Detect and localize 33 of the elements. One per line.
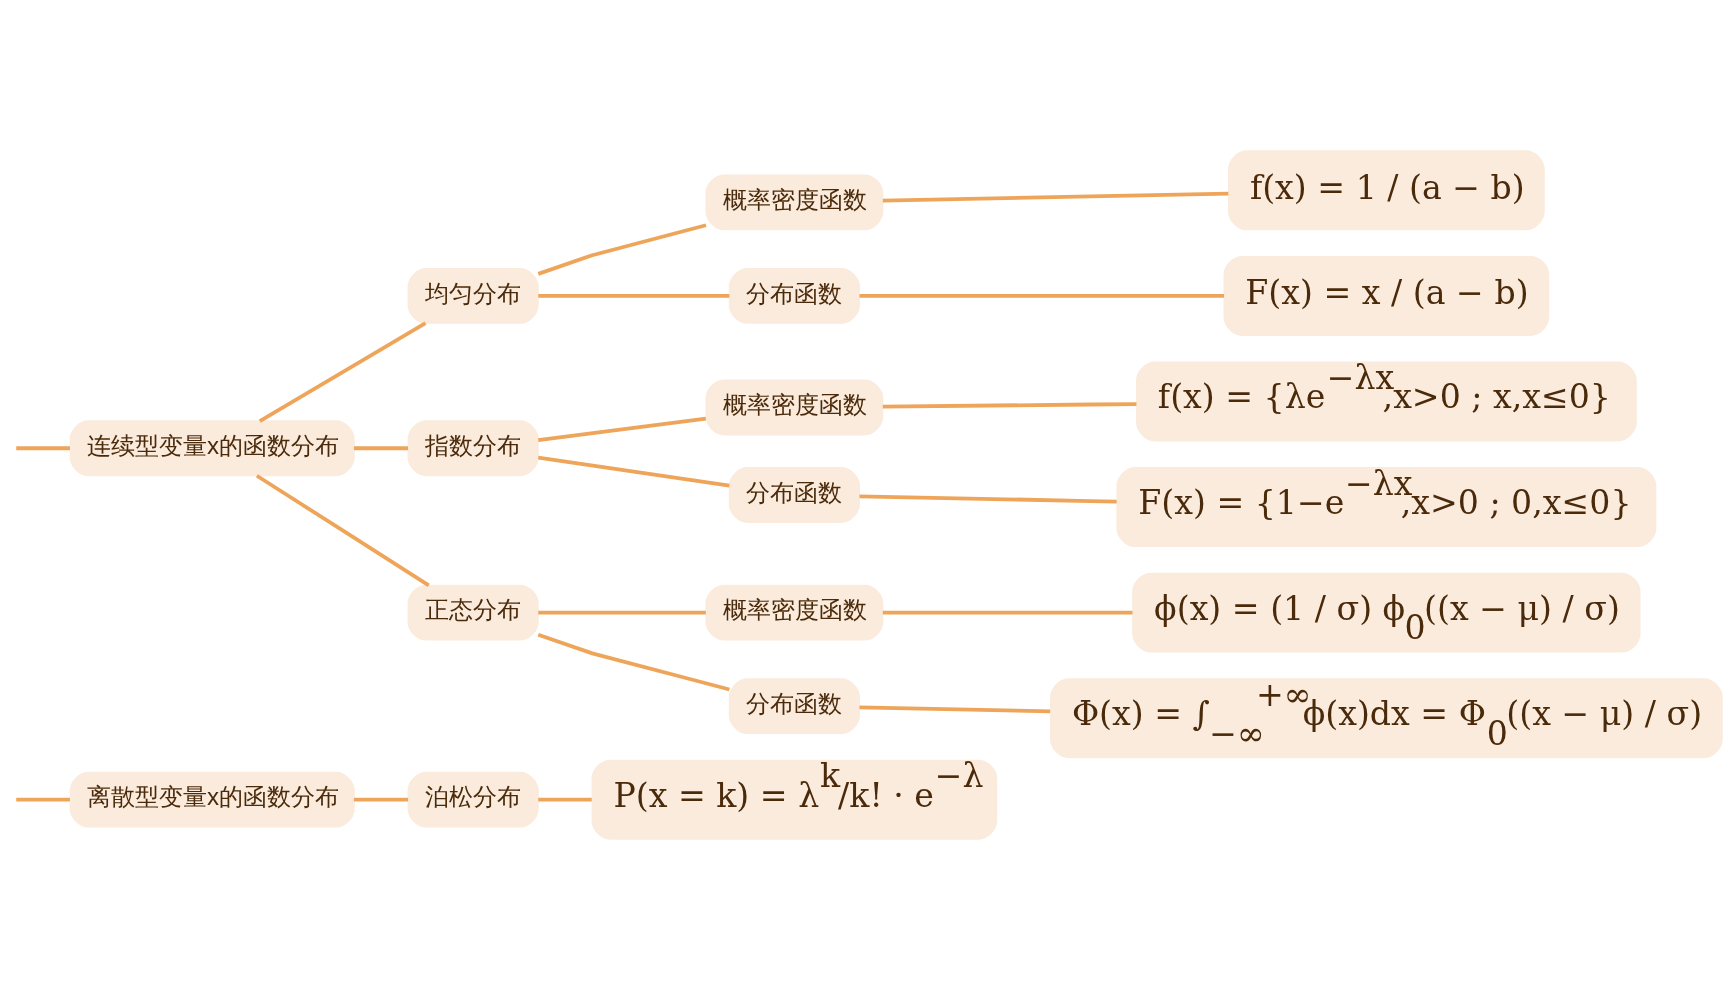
node-box: 离散型变量x的函数分布 [69,771,355,828]
node-box: 分布函数 [728,467,860,523]
node-box: f(x) = 1 / (a − b) [1227,150,1545,231]
connector [537,455,730,488]
node-box: 分布函数 [728,268,860,324]
node-box: 概率密度函数 [704,174,883,231]
connector [858,705,1050,714]
connector [15,446,70,451]
connector [258,321,426,423]
node-box: F(x) = x / (a − b) [1223,255,1549,336]
connector [537,294,729,298]
connector [537,632,730,692]
connector [255,474,430,587]
node-box: 泊松分布 [407,771,539,828]
connector [859,294,1224,298]
connector [882,402,1136,409]
node-box: 均匀分布 [407,268,539,324]
connector [882,610,1132,615]
node-box: 指数分布 [407,420,539,477]
connector [882,191,1228,203]
node-box: 概率密度函数 [704,584,883,641]
connector [353,446,408,451]
connector [537,223,707,276]
connector [537,797,592,802]
node-box: 概率密度函数 [704,379,883,436]
connector [15,797,70,802]
connector [858,494,1117,504]
node-box: 正态分布 [407,584,539,641]
connector [537,416,706,442]
connector [353,797,408,802]
node-box: 分布函数 [728,678,860,735]
connector [537,610,706,615]
node-box: 连续型变量x的函数分布 [69,420,355,477]
